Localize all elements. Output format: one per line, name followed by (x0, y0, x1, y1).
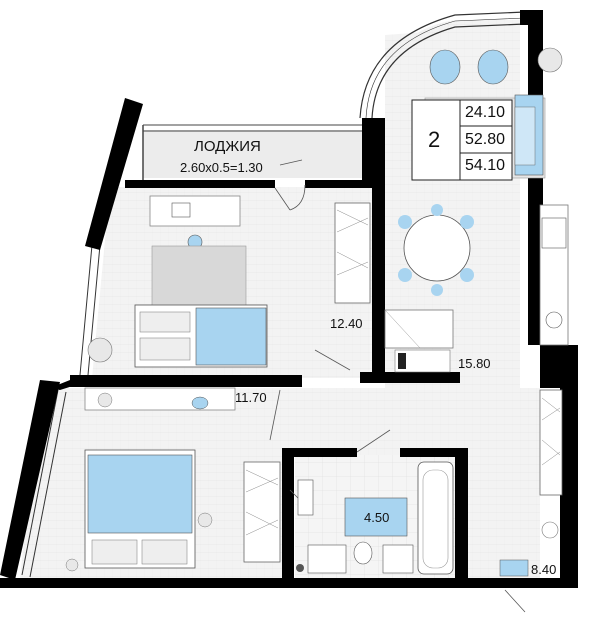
plant-icon (97, 392, 113, 408)
wardrobe-1 (334, 202, 371, 304)
rooms-count: 2 (428, 127, 441, 152)
summary-box (411, 99, 513, 181)
bedroom-1-furniture (87, 195, 371, 368)
total-area: 52.80 (465, 131, 506, 148)
plant-icon (87, 337, 113, 363)
armchair-icon (477, 49, 509, 85)
hallway-furniture (499, 389, 563, 577)
shower-tray (384, 309, 454, 349)
dining-table (403, 214, 471, 282)
bedroom-2-furniture (65, 387, 281, 572)
vanity (307, 544, 347, 574)
wardrobe-2 (243, 461, 281, 563)
curved-window (359, 11, 526, 119)
hallway-floor (290, 388, 540, 578)
shoe-mat (499, 559, 529, 577)
bedroom-2-area: 11.70 (235, 390, 267, 405)
total-with-loggia: 54.10 (465, 157, 506, 174)
hall-wardrobe (539, 389, 563, 496)
hallway-area: 8.40 (531, 562, 557, 577)
living-area: 24.10 (465, 104, 506, 121)
loggia-floor (143, 130, 362, 178)
armchair-icon (429, 49, 461, 85)
bath-mat (344, 497, 408, 537)
loggia-formula: 2.60x0.5=1.30 (180, 160, 263, 175)
sink (382, 544, 414, 574)
loggia-railing (142, 124, 362, 180)
doors (269, 159, 526, 613)
desk (149, 195, 241, 227)
bathtub (417, 461, 454, 575)
kitchen-living-area: 15.80 (458, 356, 491, 371)
plant-icon (537, 47, 563, 73)
washing-machine (394, 349, 451, 373)
bedroom-1-area: 12.40 (330, 316, 363, 331)
rug (151, 245, 247, 311)
toilet-icon (353, 541, 373, 565)
loggia-title: ЛОДЖИЯ (194, 138, 261, 155)
desk-chair (191, 396, 209, 410)
kitchen-counter (539, 204, 569, 346)
bathroom-area: 4.50 (364, 510, 390, 525)
bathroom-furniture (296, 461, 454, 575)
